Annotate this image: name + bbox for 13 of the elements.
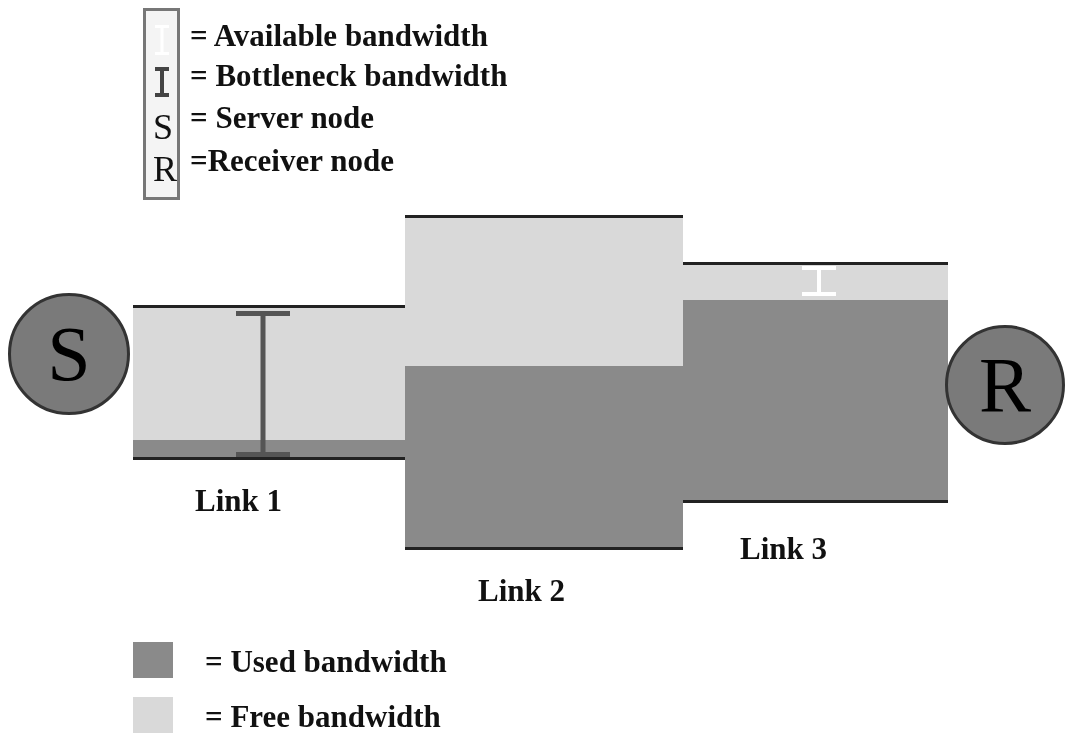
node-letter: R [979,346,1031,424]
link-label: Link 1 [195,483,283,519]
node-letter: S [47,315,91,393]
legend-text: = Server node [190,102,375,133]
legend-text: = Used bandwidth [205,646,447,677]
legend-text: = Free bandwidth [205,701,441,732]
legend-letter: S [153,109,174,145]
link-label: Link 3 [740,531,828,567]
legend-text: = Bottleneck bandwidth [190,60,508,91]
legend-letter: R [153,151,177,187]
legend-text: = Available bandwidth [190,20,488,51]
link-label: Link 2 [478,573,566,609]
legend-text: =Receiver node [190,145,394,176]
